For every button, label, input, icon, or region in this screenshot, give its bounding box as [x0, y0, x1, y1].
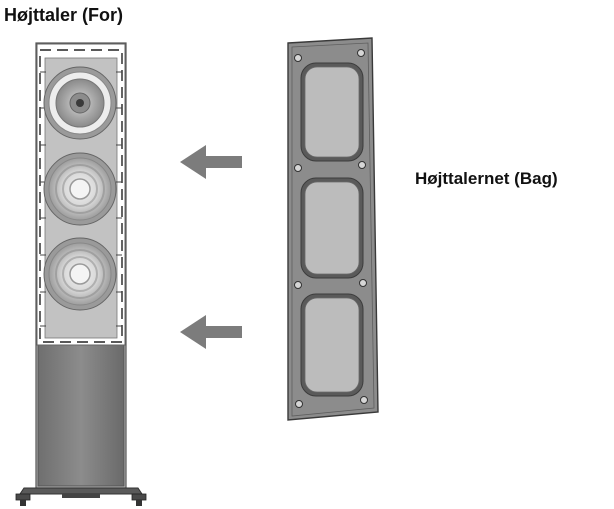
floor-speaker-icon: [15, 42, 147, 506]
arrow-left-icon: [180, 145, 242, 179]
grille-mount-outline: [39, 49, 123, 343]
woofer-icon: [43, 237, 117, 311]
woofer-icon: [43, 152, 117, 226]
speaker-feet: [15, 487, 147, 506]
tweeter-icon: [43, 66, 117, 140]
speaker-front-label: Højttaler (For): [4, 5, 123, 25]
arrow-left-icon: [180, 315, 242, 349]
grille-back-label: Højttalernet (Bag): [415, 169, 558, 188]
speaker-grille-icon: [287, 37, 379, 421]
